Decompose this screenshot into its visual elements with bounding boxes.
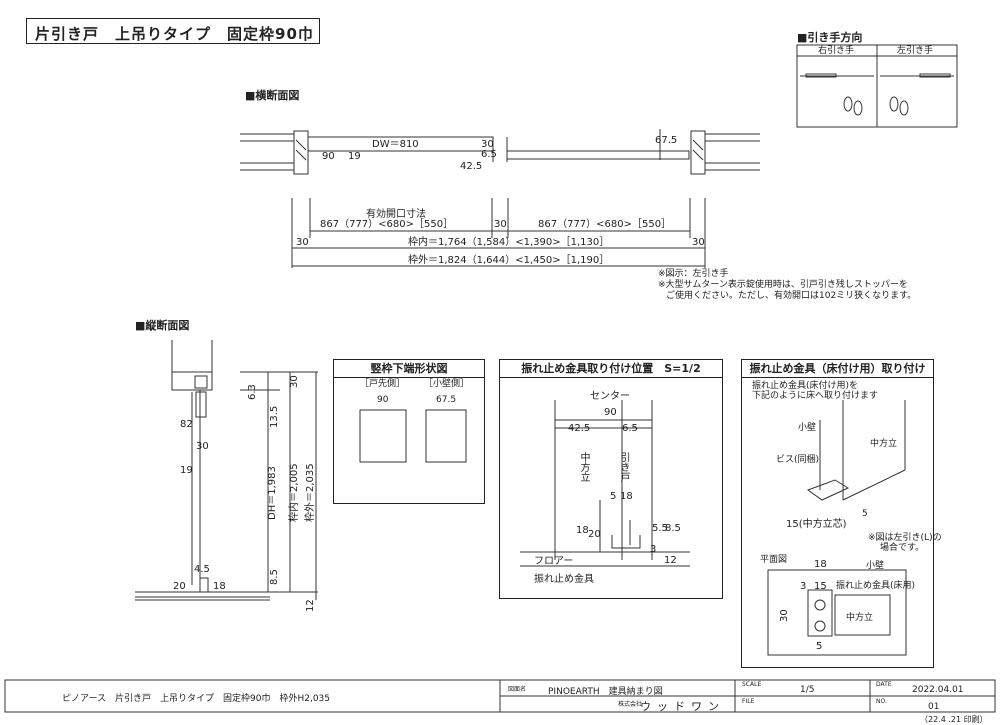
sp-floor: フロアー (534, 556, 574, 567)
tb-printed: （22.4 .21 印刷） (920, 715, 988, 724)
si-plan-d18: 18 (814, 559, 827, 570)
dw-label: DW＝810 (372, 139, 419, 150)
sp-dim-5: 5 (610, 491, 617, 502)
plan-dim-30: 30 (481, 139, 494, 150)
vs-dim-dh: DH＝1,983 (267, 466, 278, 520)
si-naka-houdate: 中方立 (870, 439, 898, 449)
frame-end-col1-label: ［戸先側］ (360, 379, 406, 389)
left-pull-label: 左引き手 (897, 46, 934, 56)
sp-dim-18b: 18 (576, 525, 589, 536)
tb-company: ウッドワン (640, 700, 725, 713)
mid-30-dim: 30 (494, 219, 507, 230)
effective-opening-label: 有効開口寸法 (366, 209, 426, 220)
plan-note-2: ※大型サムターン表示錠使用時は、引戸引き残しストッパーを (658, 280, 908, 290)
vs-dim-30-top: 30 (289, 375, 300, 388)
sp-dim-42-5: 42.5 (568, 423, 591, 434)
sp-center: センター (590, 391, 630, 402)
vs-dim-82: 82 (180, 419, 193, 430)
sp-dim-3: 3 (650, 544, 657, 555)
tb-scale-label: SCALE (742, 681, 762, 688)
left-opening-dim: 867（777）<680>［550］ (320, 219, 454, 230)
vs-dim-8-5: 8.5 (269, 569, 280, 585)
vs-dim-20: 20 (173, 581, 186, 592)
si-plan-d3: 3 (800, 581, 807, 592)
si-desc-2: 下記のように床へ取り付けます (752, 391, 879, 401)
sp-dim-12: 12 (664, 555, 677, 566)
frame-end-panel: 竪枠下端形状図 (333, 359, 485, 504)
plan-dim-19: 19 (348, 151, 361, 162)
sp-dim-90: 90 (604, 407, 617, 418)
si-desc-1: 振れ止め金具(床付け用)を (752, 381, 859, 391)
vs-dim-inner: 枠内＝2,005 (289, 463, 300, 522)
sp-dim-8-5: 8.5 (665, 523, 681, 534)
vs-dim-6-3: 6.3 (247, 384, 258, 400)
si-plan-d15: 15 (814, 581, 827, 592)
si-note-2: 場合です。 (880, 543, 925, 553)
vs-dim-12: 12 (305, 599, 316, 612)
plan-dim-6-5: 6.5 (481, 149, 497, 160)
sp-dim-20: 20 (588, 529, 601, 540)
frame-end-col2-label: ［小壁側］ (424, 379, 470, 389)
si-kokabe: 小壁 (798, 423, 817, 433)
si-plan-stopper: 振れ止め金具(床用) (836, 581, 916, 591)
stopper-position-panel: 振れ止め金具取り付け位置 S=1/2 (499, 359, 723, 599)
tb-scale: 1/5 (800, 685, 815, 695)
vs-dim-outer: 枠外＝2,035 (305, 463, 316, 522)
plan-dim-90: 90 (322, 151, 335, 162)
sp-stopper: 振れ止め金具 (534, 574, 594, 585)
stopper-position-heading: 振れ止め金具取り付け位置 S=1/2 (500, 360, 722, 378)
sp-dim-18: 18 (620, 491, 633, 502)
tb-drawing-name-label: 図面名 (508, 686, 527, 693)
tb-no: 01 (928, 702, 940, 712)
sp-dim-5-5: 5.5 (652, 523, 668, 534)
tb-drawing-name: PINOEARTH 建具納まり図 (548, 687, 663, 697)
plan-dim-67-5: 67.5 (655, 135, 678, 146)
frame-end-col2-value: 67.5 (436, 395, 457, 405)
side-30-right: 30 (692, 237, 705, 248)
drawing-title: 片引き戸 上吊りタイプ 固定枠90巾 (26, 18, 320, 44)
vs-dim-18: 18 (213, 581, 226, 592)
right-opening-dim: 867（777）<680>［550］ (538, 219, 672, 230)
tb-company-label: 株式会社 (618, 701, 643, 708)
si-dim-15: 15(中方立芯) (786, 519, 847, 530)
vs-dim-13-5: 13.5 (269, 405, 280, 428)
right-pull-label: 右引き手 (818, 46, 855, 56)
sp-hikido: 引き戸 (618, 452, 629, 482)
si-dim-5: 5 (862, 509, 868, 519)
si-plan-label: 平面図 (760, 555, 788, 565)
frame-end-col1-value: 90 (377, 395, 389, 405)
si-screw: ビス(同梱) (776, 455, 820, 465)
sp-naka-houdate: 中方立 (578, 452, 589, 482)
si-plan-d30: 30 (779, 609, 790, 622)
si-plan-kokabe: 小壁 (866, 561, 885, 571)
si-note-1: ※図は左引き(L)の (868, 533, 942, 543)
vs-dim-19: 19 (180, 465, 193, 476)
plan-section-heading: ■横断面図 (245, 89, 300, 102)
tb-date-label: DATE (876, 681, 892, 688)
tb-file-label: FILE (742, 698, 755, 705)
tb-product: ピノアース 片引き戸 上吊りタイプ 固定枠90巾 枠外H2,035 (62, 694, 330, 704)
pull-direction-heading: ■引き手方向 (797, 31, 863, 44)
side-30-left: 30 (296, 237, 309, 248)
vertical-section-heading: ■縦断面図 (135, 319, 190, 332)
sp-dim-6-5: 6.5 (622, 423, 638, 434)
stopper-install-panel: 振れ止め金具（床付け用）取り付け (741, 359, 934, 668)
si-plan-naka: 中方立 (846, 613, 874, 623)
tb-date: 2022.04.01 (912, 685, 964, 695)
frame-end-heading: 竪枠下端形状図 (334, 360, 484, 378)
inner-width-dim: 枠内＝1,764（1,584）<1,390>［1,130］ (408, 237, 610, 248)
si-plan-d5: 5 (816, 641, 823, 652)
plan-dim-42-5: 42.5 (460, 161, 483, 172)
vs-dim-30: 30 (196, 441, 209, 452)
vs-dim-4-5: 4.5 (194, 564, 210, 575)
plan-note-1: ※図示：左引き手 (658, 269, 729, 279)
outer-width-dim: 枠外＝1,824（1,644）<1,450>［1,190］ (408, 255, 610, 266)
plan-note-3: ご使用ください。ただし、有効開口は102ミリ狭くなります。 (666, 291, 917, 301)
tb-no-label: NO. (876, 698, 887, 705)
stopper-install-heading: 振れ止め金具（床付け用）取り付け (742, 360, 933, 378)
